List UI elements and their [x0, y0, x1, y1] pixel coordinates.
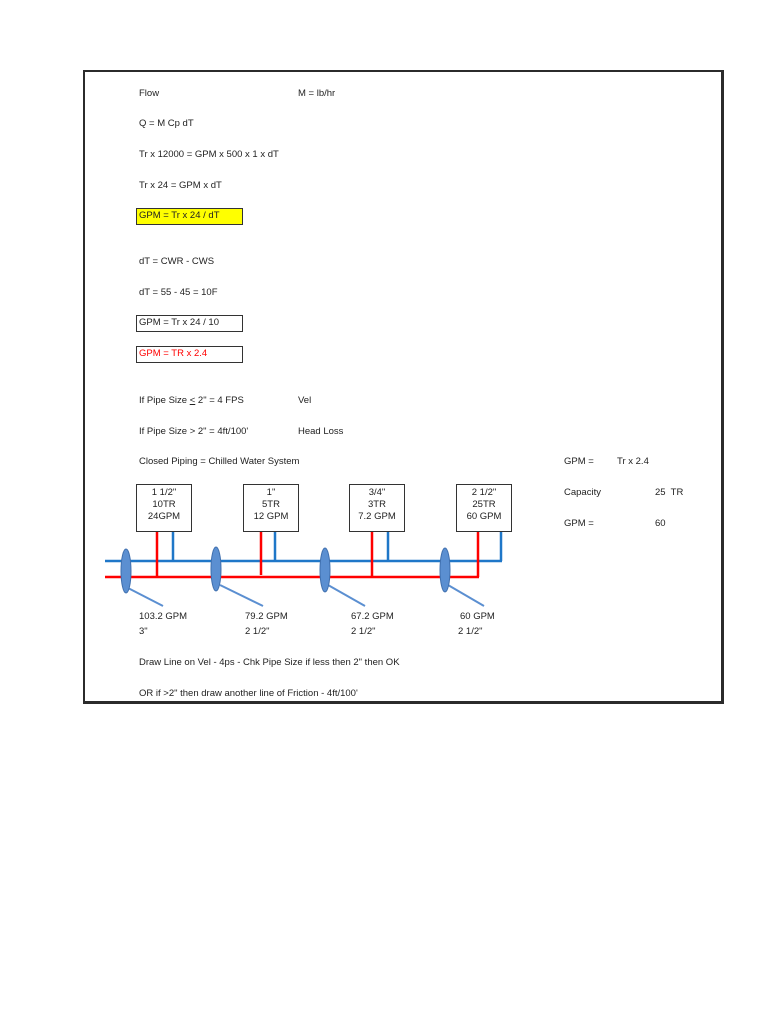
pipe-rule-velocity: If Pipe Size < 2" = 4 FPS — [139, 395, 244, 407]
unit-size: 3/4" — [368, 487, 386, 498]
mass-definition: M = lb/hr — [298, 88, 336, 99]
unit-box-4: 2 1/2" 25TR 60 GPM — [456, 484, 512, 532]
unit-tonnage: 3TR — [368, 499, 386, 510]
pipe-rule-velocity-prefix: If Pipe Size — [139, 395, 190, 406]
velocity-tag: Vel — [298, 395, 312, 406]
side-gpm-value: 60 — [655, 518, 666, 529]
segment-3-size: 2 1/2" — [351, 626, 376, 637]
segment-3-gpm: 67.2 GPM — [351, 611, 394, 622]
unit-gpm: 7.2 GPM — [358, 511, 396, 522]
segment-4-size: 2 1/2" — [458, 626, 483, 637]
section-marker-3 — [319, 547, 331, 593]
section-marker-4 — [439, 547, 451, 593]
worksheet-frame — [83, 70, 724, 704]
unit-box-2: 1" 5TR 12 GPM — [243, 484, 299, 532]
note-friction: OR if >2" then draw another line of Fric… — [139, 688, 358, 699]
unit-size: 1" — [266, 487, 276, 498]
side-gpm-label: GPM = — [564, 456, 594, 467]
closed-piping-label: Closed Piping = Chilled Water System — [139, 456, 300, 467]
flow-label: Flow — [139, 88, 160, 99]
segment-1-gpm: 103.2 GPM — [139, 611, 188, 622]
gpm-formula-highlight: GPM = Tr x 24 / dT — [136, 208, 243, 225]
segment-1-size: 3" — [139, 626, 148, 637]
gpm-formula-red: GPM = TR x 2.4 — [136, 346, 243, 363]
section-marker-2 — [210, 546, 222, 592]
capacity-value: 25 TR — [655, 487, 684, 498]
capacity-label: Capacity — [564, 487, 601, 498]
unit-size: 1 1/2" — [151, 487, 177, 498]
leader-lines — [127, 584, 485, 607]
unit-size: 2 1/2" — [471, 487, 497, 498]
unit-tonnage: 25TR — [472, 499, 496, 510]
section-marker-1 — [120, 548, 132, 594]
tonnage-equation-1: Tr x 12000 = GPM x 500 x 1 x dT — [139, 149, 279, 160]
pipe-rule-velocity-suffix: 2" = 4 FPS — [195, 395, 244, 406]
segment-2-gpm: 79.2 GPM — [245, 611, 288, 622]
side-gpm-label-2: GPM = — [564, 518, 594, 529]
side-gpm-formula: Tr x 2.4 — [617, 456, 649, 467]
segment-4-gpm: 60 GPM — [460, 611, 495, 622]
unit-gpm: 24GPM — [147, 511, 181, 522]
note-velocity: Draw Line on Vel - 4ps - Chk Pipe Size i… — [139, 657, 400, 668]
tonnage-equation-2: Tr x 24 = GPM x dT — [139, 180, 222, 191]
dt-definition: dT = CWR - CWS — [139, 256, 215, 267]
unit-tonnage: 5TR — [262, 499, 280, 510]
unit-gpm: 60 GPM — [466, 511, 502, 522]
gpm-formula-boxed: GPM = Tr x 24 / 10 — [136, 315, 243, 332]
headloss-tag: Head Loss — [298, 426, 344, 437]
pipe-rule-headloss: If Pipe Size > 2" = 4ft/100' — [139, 426, 249, 437]
unit-box-1: 1 1/2" 10TR 24GPM — [136, 484, 192, 532]
unit-gpm: 12 GPM — [253, 511, 289, 522]
return-pipe — [105, 532, 480, 579]
dt-value: dT = 55 - 45 = 10F — [139, 287, 218, 298]
section-markers — [120, 546, 451, 594]
segment-2-size: 2 1/2" — [245, 626, 270, 637]
unit-tonnage: 10TR — [152, 499, 176, 510]
unit-box-3: 3/4" 3TR 7.2 GPM — [349, 484, 405, 532]
supply-pipe — [105, 532, 503, 563]
less-equal-symbol: < — [189, 395, 196, 406]
heat-equation: Q = M Cp dT — [139, 118, 194, 129]
